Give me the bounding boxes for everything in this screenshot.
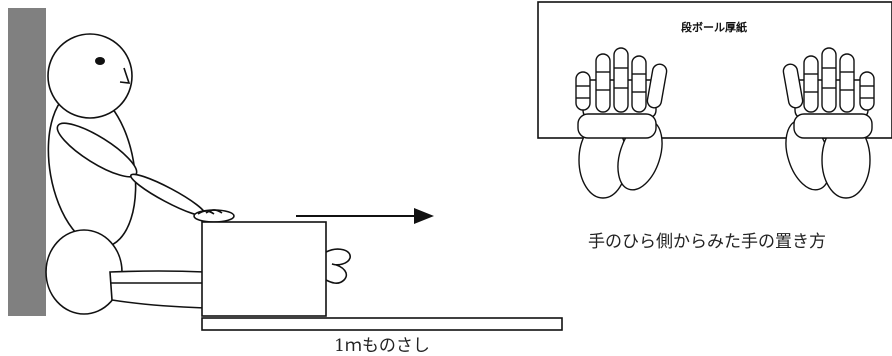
ruler-caption: 1ｍものさし xyxy=(334,336,430,356)
cardboard-label: 段ボール厚紙 xyxy=(681,20,747,34)
ruler xyxy=(201,317,563,331)
left-hand-icon xyxy=(575,47,668,199)
right-hand-icon xyxy=(782,47,875,199)
feet xyxy=(325,248,351,284)
head xyxy=(47,33,133,119)
right-arrow-icon xyxy=(296,208,434,224)
eye xyxy=(95,57,105,65)
nose xyxy=(119,67,131,84)
measurement-box xyxy=(201,221,327,317)
hand-placement-caption: 手のひら側からみた手の置き方 xyxy=(588,232,826,252)
seated-person-figure xyxy=(45,33,351,315)
wall xyxy=(8,8,46,316)
leg xyxy=(109,270,206,309)
